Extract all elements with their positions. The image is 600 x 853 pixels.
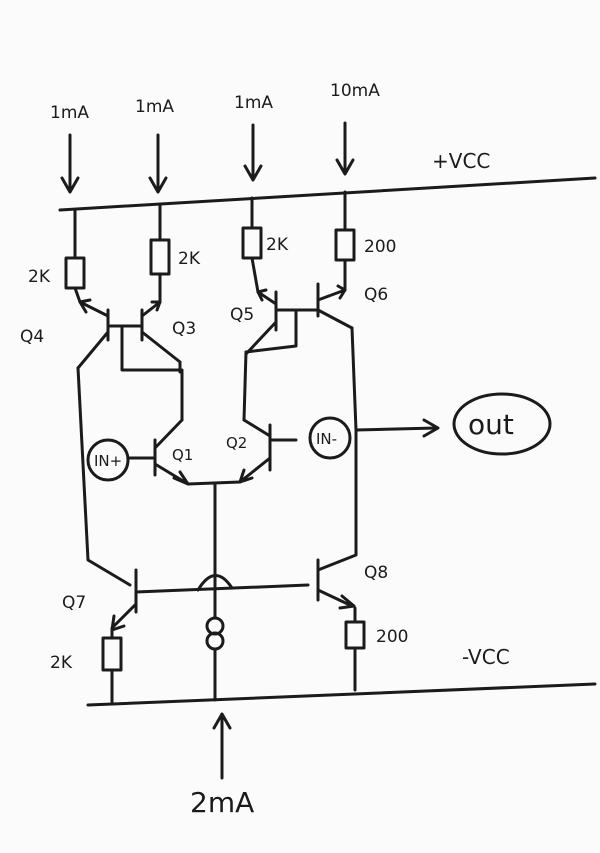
output-wire (350, 326, 440, 438)
vcc-positive-rail (58, 176, 597, 212)
current-arrow-3: 1mA (234, 93, 273, 182)
left-rail-wire (76, 366, 132, 587)
resistor-r5-label: 2K (266, 235, 289, 255)
transistor-q3-label: Q3 (172, 319, 196, 339)
input-positive[interactable]: IN+ (86, 438, 130, 482)
transistor-q2-label: Q2 (226, 434, 247, 452)
transistor-q1-label: Q1 (172, 446, 193, 464)
resistor-r7: 2K (50, 628, 123, 704)
resistor-r6-label: 200 (364, 237, 396, 257)
resistor-r4-label: 2K (28, 267, 51, 287)
current-label-4: 10mA (330, 81, 380, 101)
transistor-q4-label: Q4 (20, 327, 44, 347)
transistor-q3: Q3 (140, 300, 196, 364)
vcc-positive-label: +VCC (432, 149, 490, 173)
resistor-r3-label: 2K (178, 249, 201, 269)
resistor-r6: 200 (334, 190, 396, 292)
mirror-q3q4-base-wire (106, 324, 184, 422)
resistor-r7-label: 2K (50, 653, 73, 673)
current-label-3: 1mA (234, 93, 273, 113)
output-node[interactable]: out (452, 392, 552, 456)
q5-collector-wire (242, 350, 248, 422)
transistor-q8: Q8 (316, 558, 388, 610)
transistor-q7-label: Q7 (62, 593, 86, 613)
resistor-r8: 200 (344, 606, 408, 692)
resistor-r8-label: 200 (376, 627, 408, 647)
transistor-q1: Q1 (126, 418, 193, 486)
current-arrow-bottom: 2mA (190, 712, 254, 819)
resistor-r5: 2K (241, 196, 289, 294)
current-label-bottom: 2mA (190, 786, 254, 819)
transistor-q8-label: Q8 (364, 563, 388, 583)
tail-wire (186, 480, 242, 577)
current-arrow-1: 1mA (50, 103, 89, 194)
transistor-q2: Q2 (226, 418, 298, 484)
transistor-q6: Q6 (316, 282, 388, 330)
mirror-q5q6-base-wire (244, 308, 320, 354)
output-label: out (468, 408, 514, 441)
input-negative-label: IN- (316, 430, 337, 448)
vcc-negative-label: -VCC (462, 645, 510, 669)
vcc-negative-rail (86, 682, 597, 707)
current-label-1: 1mA (50, 103, 89, 123)
transistor-q6-label: Q6 (364, 285, 388, 305)
transistor-q5: Q5 (230, 288, 278, 356)
transistor-q5-label: Q5 (230, 305, 254, 325)
input-positive-label: IN+ (94, 452, 122, 470)
current-label-2: 1mA (135, 97, 174, 117)
right-rail-wire (316, 428, 358, 572)
resistor-r3: 2K (149, 203, 201, 304)
resistor-r4: 2K (28, 208, 86, 304)
transistor-q7: Q7 (62, 568, 310, 632)
current-arrow-2: 1mA (135, 97, 174, 194)
transistor-q4: Q4 (20, 298, 110, 370)
input-negative[interactable]: IN- (308, 416, 352, 460)
current-source (205, 573, 225, 702)
current-arrow-4: 10mA (330, 81, 380, 176)
